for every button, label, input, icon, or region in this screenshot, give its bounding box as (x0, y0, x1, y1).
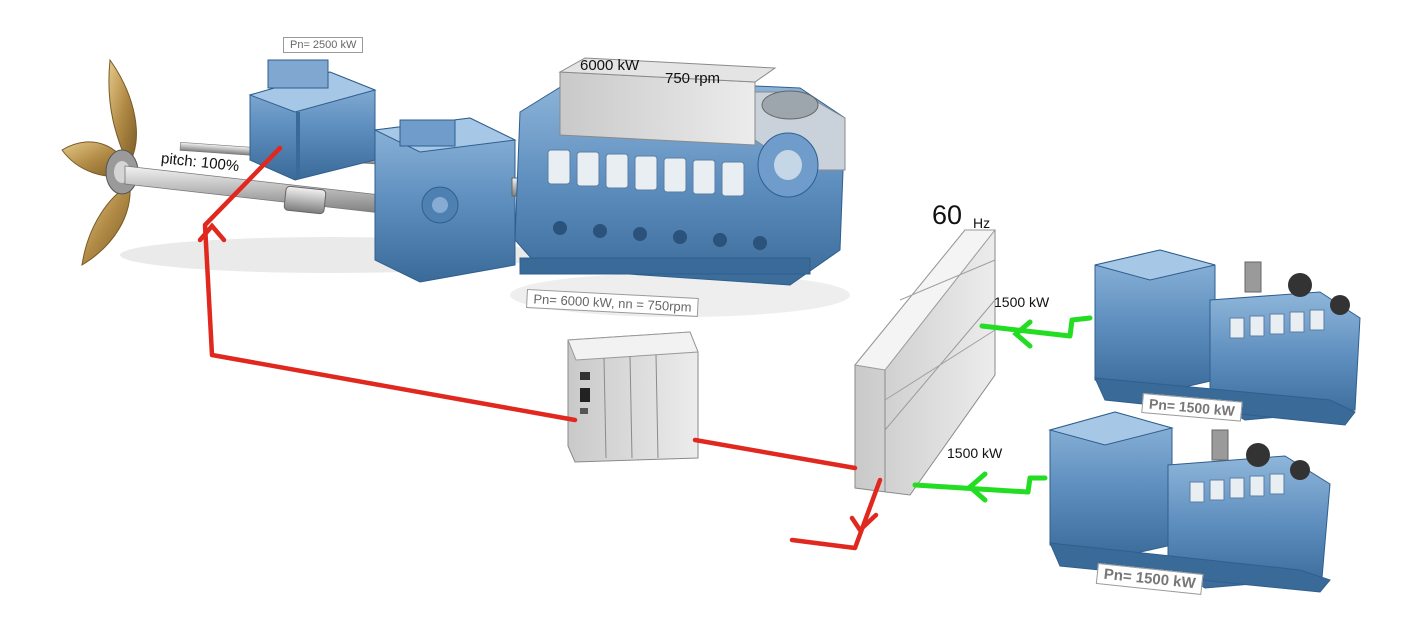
arrow-red-down (849, 512, 879, 534)
generator-set-icon (1094, 249, 1361, 426)
shaft-motor-rating-label: Pn= 2500 kW (283, 37, 364, 53)
main-engine-icon (514, 57, 846, 286)
switchboard-icon (854, 229, 997, 496)
propeller-icon (61, 58, 139, 266)
power-flow-line-red (202, 145, 883, 551)
engine-speed-label: 750 rpm (665, 70, 721, 87)
arrow-red-up (197, 222, 227, 243)
generator-2-output-label: 1500 kW (947, 445, 1003, 461)
generator-set-icon (1048, 411, 1331, 593)
shaft-motor-icon (248, 59, 377, 181)
gearbox-icon (373, 117, 517, 283)
engine-power-label: 6000 kW (580, 57, 640, 74)
frequency-unit-label: Hz (973, 215, 991, 231)
arrow-green-left (966, 319, 1033, 503)
converter-cabinet-icon (567, 331, 699, 463)
frequency-value-label: 60 (932, 200, 963, 230)
generator-1-output-label: 1500 kW (994, 294, 1050, 310)
